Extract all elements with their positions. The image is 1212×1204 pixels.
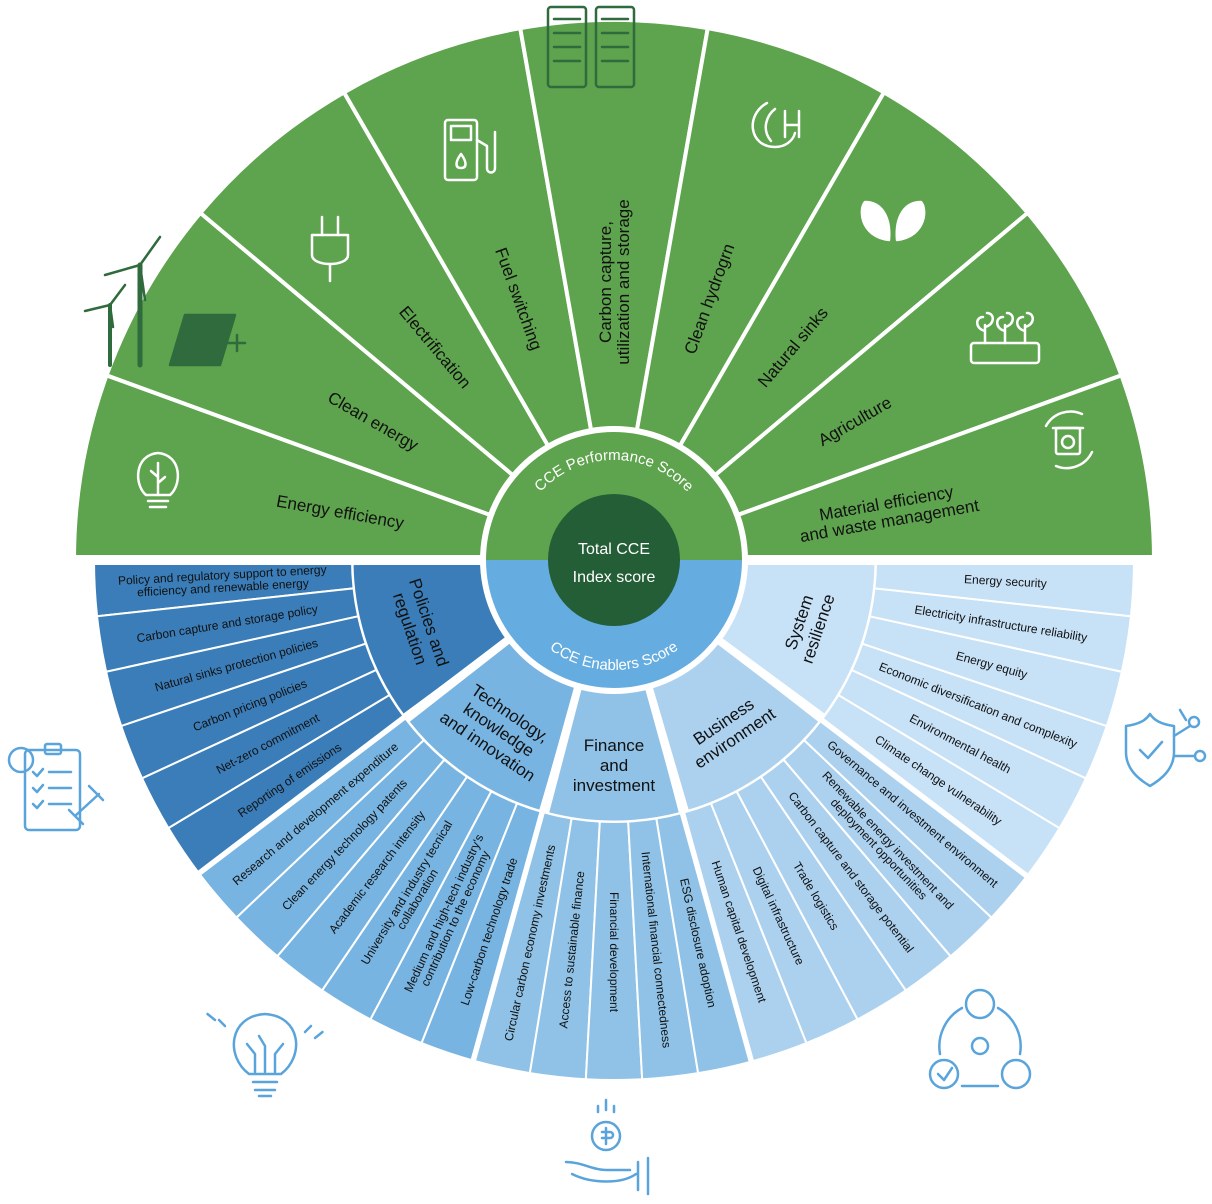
- enabler-indicator-sector: [320, 775, 493, 1021]
- enabler-indicator-sector: [140, 668, 391, 830]
- dollar-hand-icon: [564, 1098, 650, 1196]
- circuit-bulb-icon: [206, 1012, 324, 1098]
- enabler-indicator-sector: [850, 642, 1109, 780]
- enabler-category-label: and: [600, 756, 628, 775]
- enabler-indicator-sector: [627, 817, 700, 1081]
- enabler-indicator-sector: [782, 738, 993, 958]
- performance-sector-label: utilization and storage: [614, 199, 633, 364]
- enabler-indicator-sector: [759, 758, 953, 992]
- recycle-bin-icon: [1044, 410, 1094, 470]
- enabler-indicator-sector: [735, 775, 908, 1021]
- performance-sector-label: Carbon capture,: [596, 221, 615, 343]
- center-label-line2: Index score: [573, 569, 656, 586]
- enabler-category-label: investment: [573, 776, 655, 795]
- enabler-indicator-sector: [473, 811, 573, 1075]
- plug-icon: [310, 215, 350, 283]
- enabler-indicator-sector: [528, 817, 601, 1081]
- enabler-indicator-sector: [369, 790, 519, 1045]
- process-cycle-icon: [928, 988, 1032, 1090]
- enabler-indicator-label: Financial development: [607, 892, 621, 1013]
- icon-layer: [7, 5, 1207, 1196]
- server-storage-icon: [546, 5, 636, 89]
- enabler-indicator-sector: [235, 738, 446, 958]
- fuel-pump-icon: [443, 118, 497, 182]
- enabler-indicator-sector: [95, 587, 360, 673]
- enabler-indicator-sector: [584, 820, 644, 1082]
- leaves-icon: [860, 200, 926, 242]
- checklist-gavel-icon: [7, 742, 105, 832]
- enabler-indicator-sector: [821, 693, 1061, 877]
- enabler-indicator-sector: [861, 615, 1124, 728]
- wind-solar-icon: [83, 235, 247, 368]
- lightbulb-leaf-icon: [136, 451, 180, 509]
- seedlings-icon: [969, 311, 1041, 365]
- total-score-core: [548, 494, 680, 626]
- hydrogen-icon: [751, 101, 801, 149]
- enabler-indicator-sector: [709, 790, 859, 1045]
- enabler-indicator-sector: [682, 802, 808, 1063]
- enabler-indicator-sector: [198, 717, 426, 920]
- center-label-line1: Total CCE: [578, 541, 650, 558]
- shield-network-icon: [1124, 708, 1207, 788]
- enabler-indicator-sector: [119, 642, 378, 780]
- enabler-indicator-label: Energy security: [964, 572, 1047, 590]
- enabler-category-label: Finance: [584, 736, 644, 755]
- enabler-indicator-sector: [837, 668, 1088, 830]
- enabler-indicator-sector: [104, 615, 367, 728]
- enabler-indicator-sector: [275, 758, 469, 992]
